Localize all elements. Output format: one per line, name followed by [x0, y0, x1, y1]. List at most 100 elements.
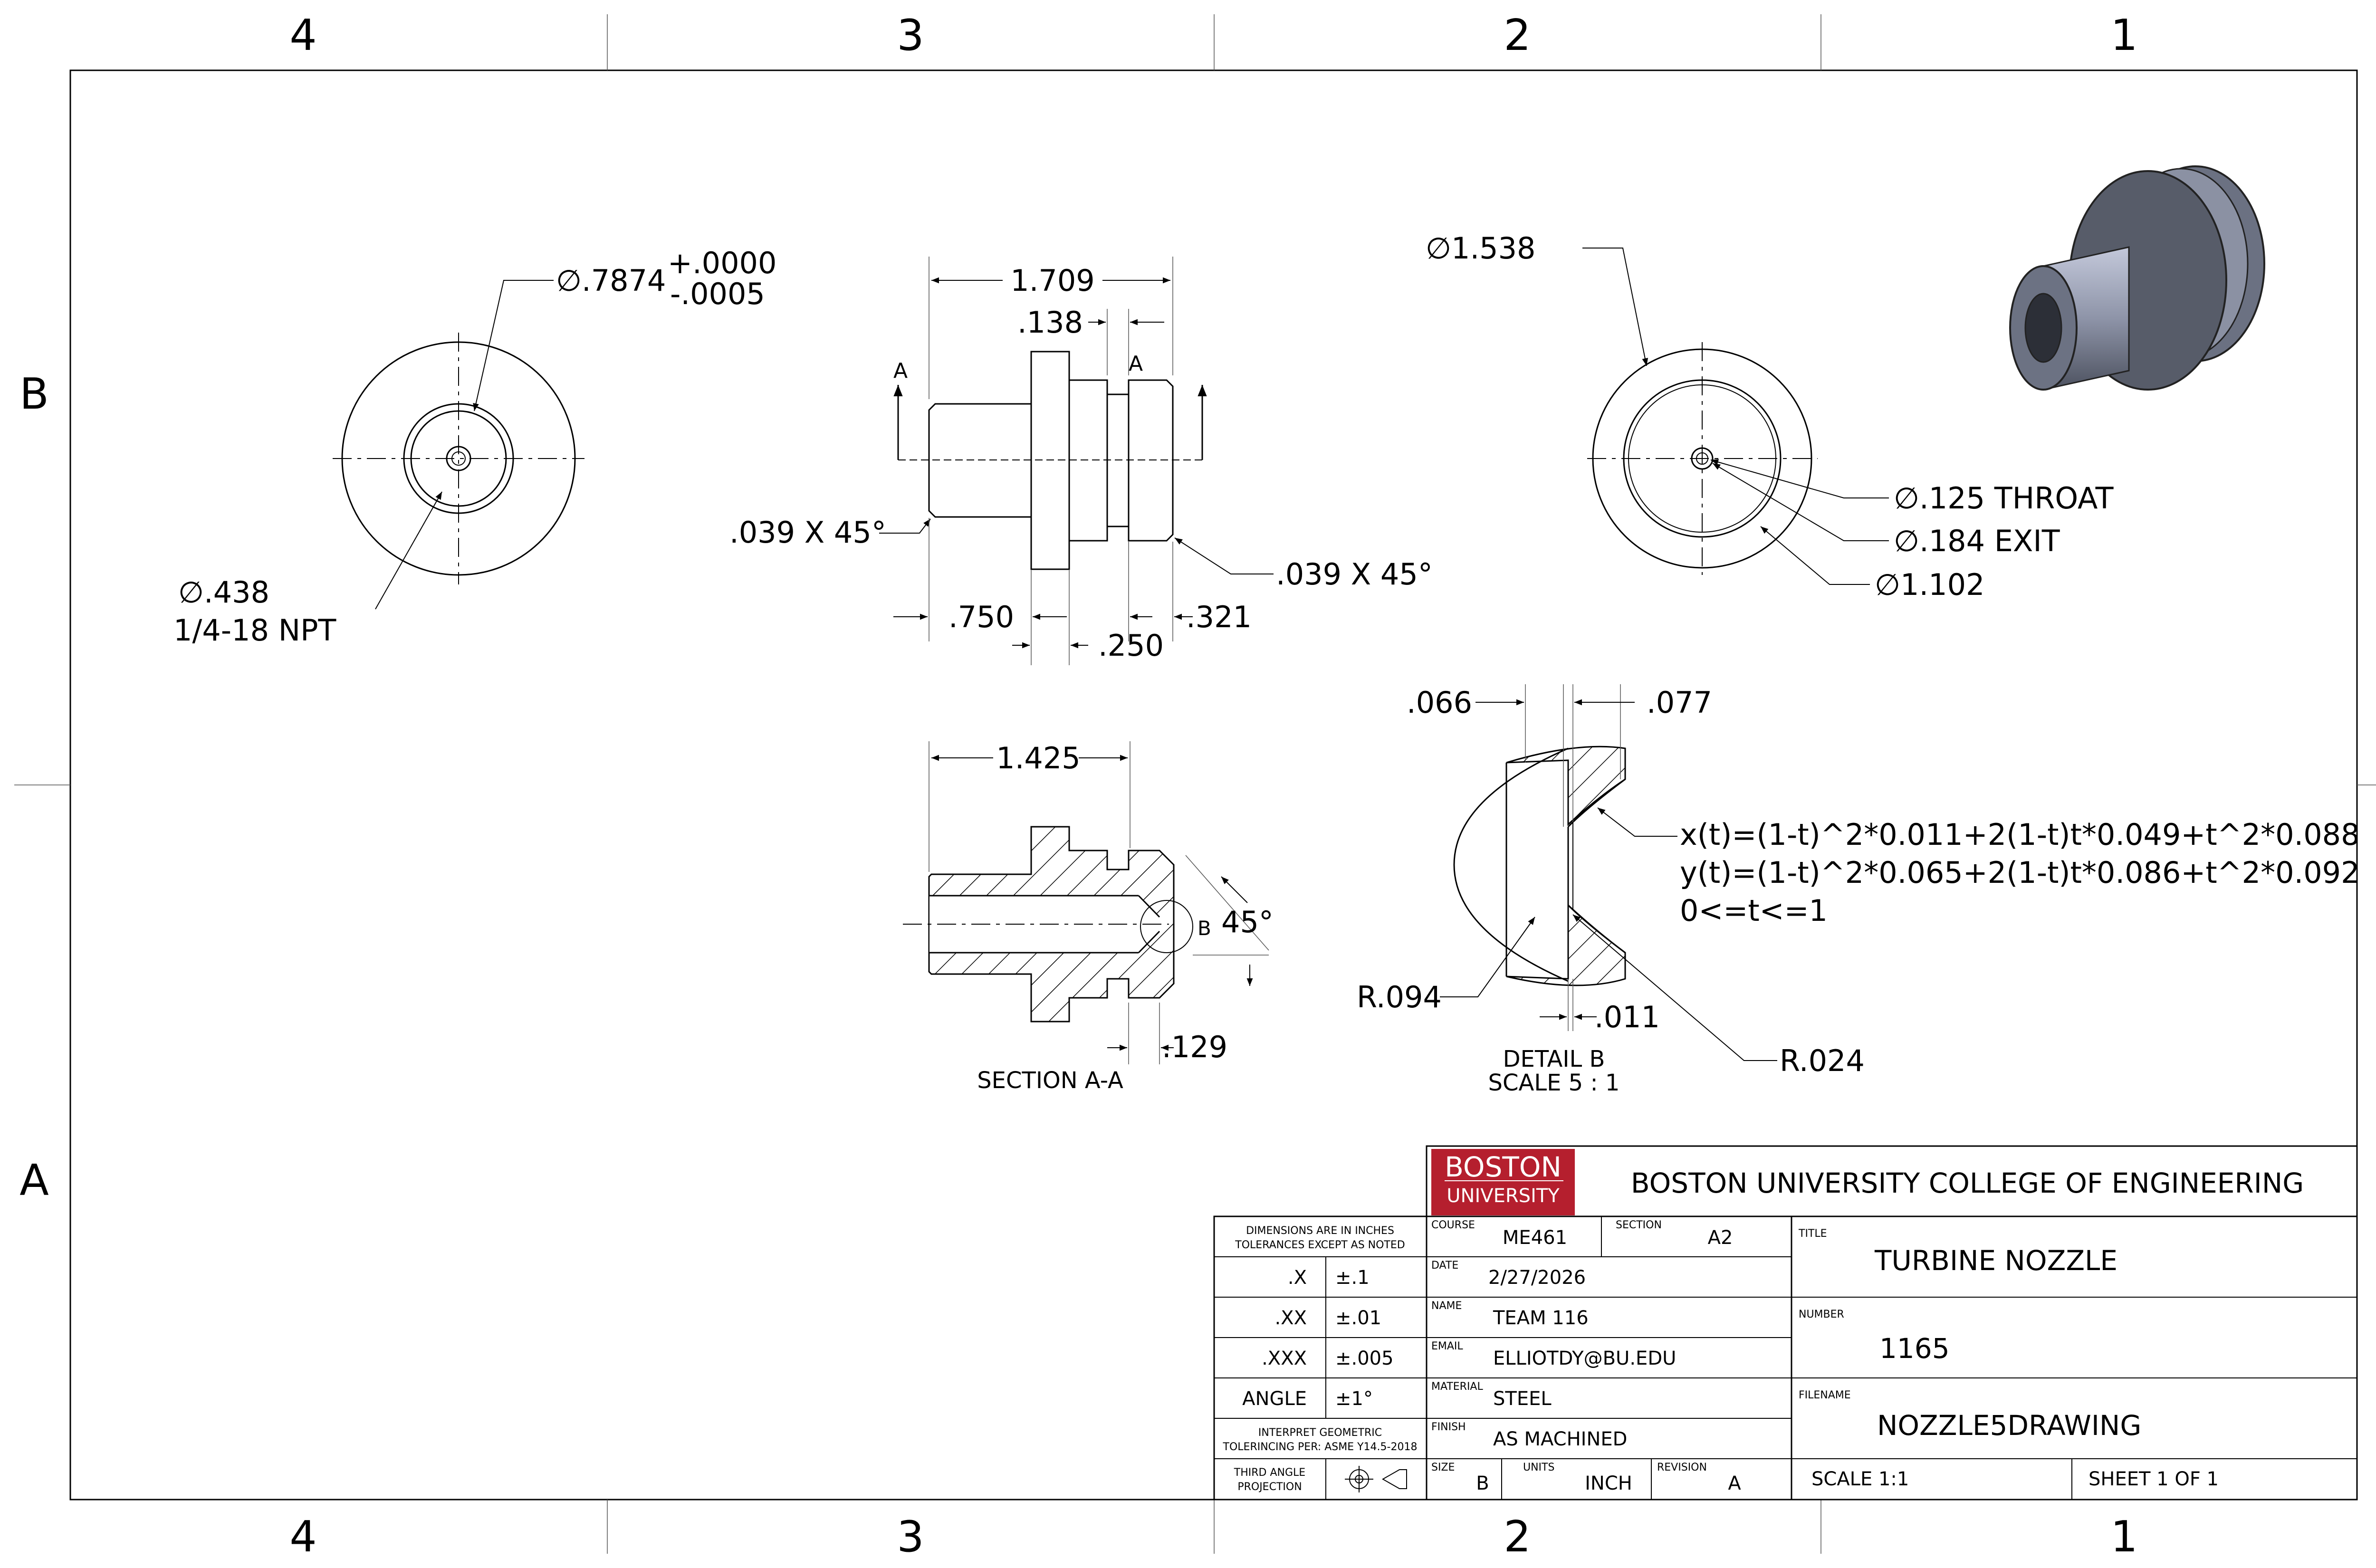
- third-angle-projection-icon: [1345, 1466, 1407, 1492]
- tol-angle-label: ANGLE: [1242, 1388, 1307, 1410]
- detail-caption: DETAIL B: [1503, 1046, 1605, 1072]
- section-caption: SECTION A-A: [977, 1067, 1123, 1094]
- curve-y-equation: y(t)=(1-t)^2*0.065+2(1-t)t*0.086+t^2*0.0…: [1680, 855, 2360, 890]
- zone-col-1-top: 1: [2110, 10, 2137, 60]
- bore-tolerance-lower: -.0005: [670, 277, 765, 311]
- dims-note-1: DIMENSIONS ARE IN INCHES: [1246, 1225, 1394, 1237]
- inlet-length-dim: .750: [948, 600, 1014, 634]
- zone-col-2-top: 2: [1504, 10, 1531, 60]
- tol-angle-value: ±1°: [1335, 1388, 1373, 1410]
- outlet-length-dim: .321: [1186, 600, 1252, 634]
- filename-value: NOZZLE5DRAWING: [1877, 1409, 2141, 1442]
- projection-note-1: THIRD ANGLE: [1234, 1467, 1305, 1479]
- zone-col-1-bottom: 1: [2110, 1512, 2137, 1562]
- chamfer-right-dim: .039 X 45°: [1276, 557, 1433, 592]
- filename-label: FILENAME: [1799, 1389, 1851, 1401]
- units-label: UNITS: [1523, 1462, 1554, 1473]
- title-block: BOSTON UNIVERSITY BOSTON UNIVERSITY COLL…: [1213, 1145, 2358, 1501]
- revision-value: A: [1728, 1472, 1741, 1494]
- zone-col-4-bottom: 4: [289, 1512, 316, 1562]
- tol-xx-value: ±.01: [1335, 1307, 1381, 1329]
- section-label: SECTION: [1616, 1219, 1662, 1231]
- sheet-border: [14, 14, 2376, 1554]
- groove-width-dim: .138: [1017, 305, 1083, 340]
- logo-line-2: UNIVERSITY: [1447, 1185, 1560, 1207]
- exit-radius-dim: R.024: [1780, 1043, 1865, 1078]
- bore-diameter-label: ∅.7874: [556, 263, 666, 298]
- right-end-view: ∅1.538 ∅.125 THROAT ∅.184 EXIT ∅1.102: [1426, 231, 2114, 602]
- detail-b-callout: B: [1198, 917, 1211, 940]
- name-value: TEAM 116: [1493, 1307, 1589, 1329]
- curve-x-equation: x(t)=(1-t)^2*0.011+2(1-t)t*0.049+t^2*0.0…: [1680, 817, 2360, 852]
- tol-xxx-label: .XXX: [1262, 1348, 1307, 1369]
- dims-note-2: TOLERANCES EXCEPT AS NOTED: [1235, 1239, 1405, 1251]
- size-value: B: [1476, 1472, 1489, 1494]
- drawing-number: 1165: [1879, 1332, 1950, 1365]
- drawing-title: TURBINE NOZZLE: [1874, 1244, 2117, 1277]
- section-marker-right: A: [1129, 352, 1143, 376]
- front-view: A A 1.709 .138 .039 X 45° .039 X 45° .75…: [729, 257, 1433, 665]
- zone-col-3-top: 3: [897, 10, 924, 60]
- exit-diameter-label: ∅.184 EXIT: [1894, 524, 2060, 558]
- zone-row-a-left: A: [19, 1156, 49, 1205]
- logo-line-1: BOSTON: [1445, 1151, 1562, 1183]
- zone-col-2-bottom: 2: [1504, 1512, 1531, 1562]
- thread-diameter-label: ∅.438: [178, 575, 269, 610]
- tol-x-value: ±.1: [1335, 1267, 1370, 1289]
- date-value: 2/27/2026: [1488, 1267, 1586, 1289]
- detail-left-dim: .066: [1407, 685, 1472, 720]
- units-value: INCH: [1585, 1472, 1632, 1494]
- tol-xxx-value: ±.005: [1335, 1348, 1394, 1369]
- material-label: MATERIAL: [1431, 1381, 1483, 1393]
- title-label: TITLE: [1798, 1228, 1827, 1240]
- detail-b-view: .066 .077 x(t)=(1-t)^2*0.011+2(1-t)t*0.0…: [1357, 684, 2360, 1096]
- overall-length-dim: 1.709: [1010, 263, 1095, 298]
- name-label: NAME: [1431, 1300, 1462, 1312]
- thread-spec-label: 1/4-18 NPT: [173, 613, 337, 648]
- detail-scale: SCALE 5 : 1: [1488, 1070, 1620, 1096]
- material-value: STEEL: [1493, 1388, 1552, 1410]
- section-depth-dim: .129: [1162, 1030, 1227, 1064]
- isometric-part-view: [2009, 165, 2265, 391]
- section-angle-dim: 45°: [1221, 905, 1274, 939]
- projection-note-2: PROJECTION: [1237, 1481, 1302, 1493]
- interpret-note-2: TOLERINCING PER: ASME Y14.5-2018: [1223, 1441, 1418, 1453]
- curve-range: 0<=t<=1: [1680, 893, 1828, 928]
- size-label: SIZE: [1431, 1462, 1455, 1473]
- email-value: ELLIOTDY@BU.EDU: [1493, 1348, 1676, 1369]
- bore-tolerance-upper: +.0000: [668, 246, 776, 280]
- course-value: ME461: [1503, 1227, 1567, 1249]
- section-length-dim: 1.425: [996, 741, 1081, 775]
- finish-value: AS MACHINED: [1493, 1428, 1627, 1450]
- course-label: COURSE: [1431, 1219, 1475, 1231]
- tol-x-label: .X: [1288, 1267, 1307, 1289]
- email-label: EMAIL: [1431, 1340, 1463, 1352]
- scale-value: SCALE 1:1: [1811, 1468, 1909, 1490]
- finish-label: FINISH: [1431, 1421, 1466, 1433]
- zone-col-3-bottom: 3: [897, 1512, 924, 1562]
- logo-badge: [1431, 1149, 1575, 1215]
- flange-diameter-label: ∅1.538: [1426, 231, 1536, 266]
- detail-right-dim: .077: [1647, 685, 1712, 720]
- zone-row-b-left: B: [19, 369, 49, 419]
- inlet-radius-dim: R.094: [1357, 980, 1442, 1014]
- date-label: DATE: [1431, 1260, 1458, 1272]
- number-label: NUMBER: [1799, 1309, 1844, 1320]
- section-a-a-view: B 1.425 45° .129 SECTION A-A: [903, 741, 1274, 1094]
- flange-width-dim: .250: [1098, 628, 1164, 663]
- institution-name: BOSTON UNIVERSITY COLLEGE OF ENGINEERING: [1631, 1167, 2304, 1199]
- zone-labels: 4 3 2 1 4 3 2 1 B A B A: [19, 10, 2376, 1562]
- left-end-view: ∅.7874 +.0000 -.0005 ∅.438 1/4-18 NPT: [173, 246, 776, 648]
- sheet-value: SHEET 1 OF 1: [2089, 1468, 2219, 1490]
- zone-col-4-top: 4: [289, 10, 316, 60]
- interpret-note-1: INTERPRET GEOMETRIC: [1258, 1427, 1382, 1439]
- revision-label: REVISION: [1657, 1462, 1707, 1473]
- throat-diameter-label: ∅.125 THROAT: [1894, 481, 2114, 516]
- chamfer-left-dim: .039 X 45°: [729, 515, 886, 550]
- section-value: A2: [1708, 1227, 1733, 1249]
- section-marker-left: A: [893, 359, 908, 383]
- shoulder-diameter-label: ∅1.102: [1875, 567, 1985, 602]
- tol-xx-label: .XX: [1274, 1307, 1307, 1329]
- land-dim: .011: [1594, 1000, 1660, 1034]
